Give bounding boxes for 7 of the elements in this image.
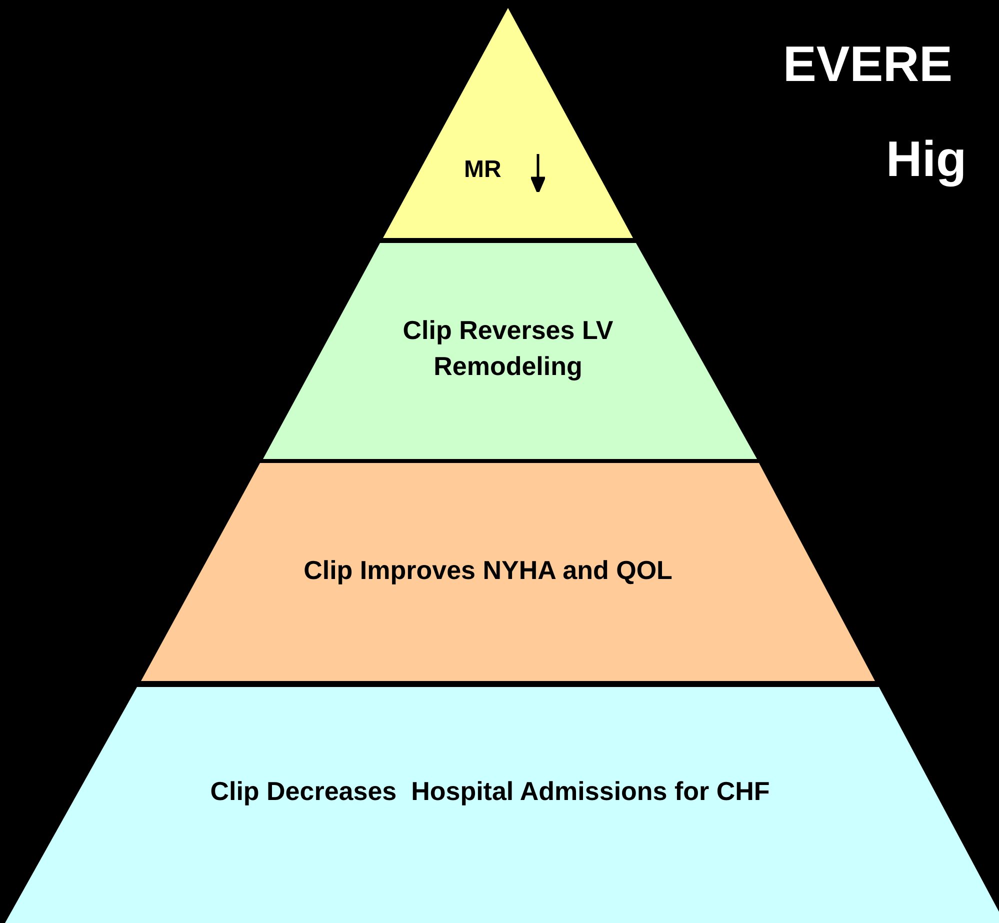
tier-label: Clip Decreases Hospital Admissions for CHF: [209, 775, 771, 808]
title-text: Hig: [886, 131, 967, 187]
tier-label: Clip Reverses LV Remodeling: [402, 314, 614, 383]
tier-label: Clip Improves NYHA and QOL: [302, 554, 674, 587]
pyramid-tier: [5, 687, 999, 923]
title-text: EVERE: [783, 36, 953, 92]
tier-label: MR: [464, 155, 502, 185]
